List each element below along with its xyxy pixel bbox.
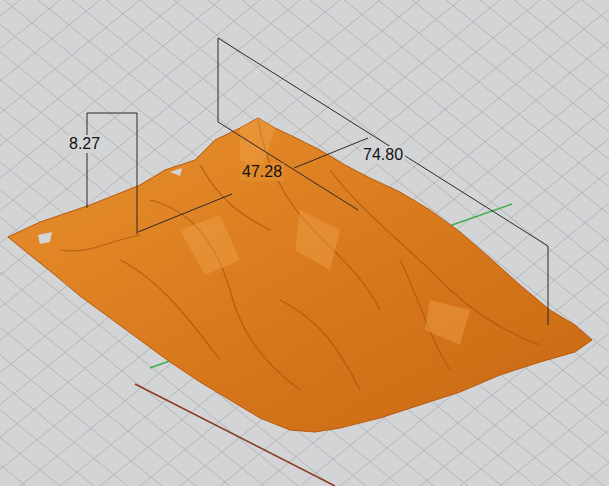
grid-line: [480, 0, 609, 486]
terrain-ridges: [60, 120, 540, 390]
grid-line: [4, 0, 604, 486]
grid-line: [460, 0, 609, 486]
terrain-surface: [8, 118, 592, 432]
grid-line: [582, 0, 609, 486]
dimension-label: 47.28: [240, 163, 284, 181]
terrain-holes: [38, 168, 328, 464]
dimension-lines: [87, 38, 548, 325]
grid-line: [548, 0, 609, 486]
grid-line: [500, 0, 609, 486]
grid-line: [514, 0, 609, 486]
dimension-label: 74.80: [361, 146, 405, 164]
dimension-label: 8.27: [67, 135, 102, 153]
terrain-highlights: [180, 118, 470, 345]
grid-line: [540, 0, 609, 486]
